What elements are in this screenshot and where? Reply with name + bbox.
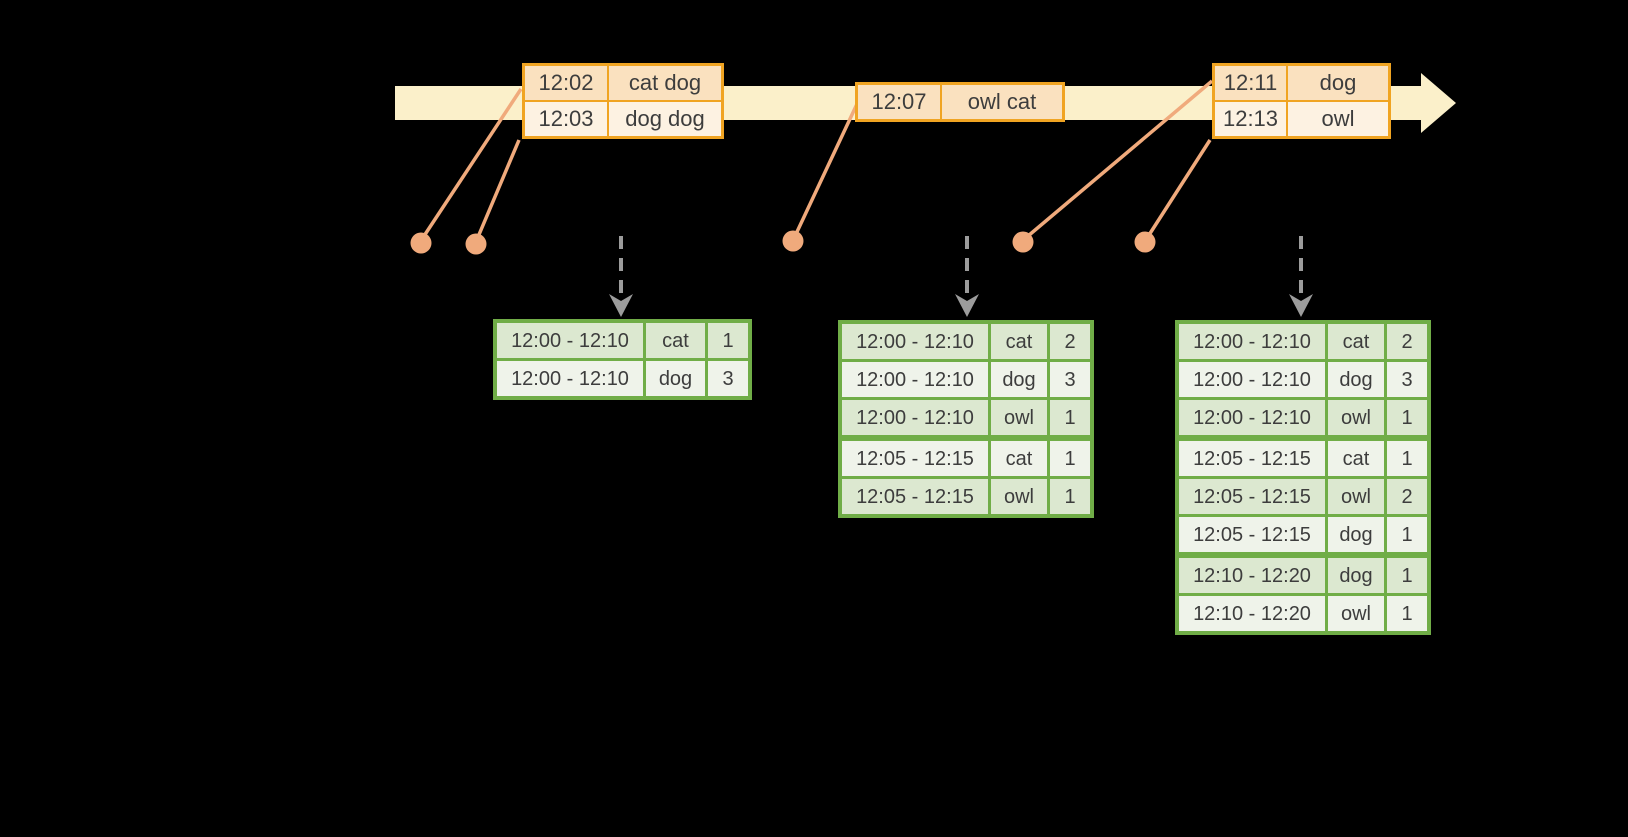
event-marker-dot <box>1012 231 1034 253</box>
result-row: 12:00 - 12:10 cat 1 <box>497 323 748 358</box>
event-time-cell: 12:07 <box>858 85 940 119</box>
trigger-arrowhead-icon <box>1289 294 1313 317</box>
result-word-cell: dog <box>1328 517 1384 552</box>
result-word-cell: cat <box>991 324 1047 359</box>
result-table-3: 12:00 - 12:10 cat 2 12:00 - 12:10 dog 3 … <box>1175 320 1431 635</box>
result-word-cell: cat <box>991 441 1047 476</box>
result-window-cell: 12:10 - 12:20 <box>1179 596 1325 631</box>
result-count-cell: 1 <box>1387 441 1427 476</box>
result-word-cell: cat <box>1328 441 1384 476</box>
event-time-cell: 12:02 <box>525 66 607 100</box>
result-table-1: 12:00 - 12:10 cat 1 12:00 - 12:10 dog 3 <box>493 319 752 400</box>
result-count-cell: 1 <box>1050 441 1090 476</box>
result-count-cell: 3 <box>1050 362 1090 397</box>
result-window-cell: 12:00 - 12:10 <box>1179 324 1325 359</box>
result-word-cell: owl <box>991 400 1047 435</box>
result-row: 12:05 - 12:15 dog 1 <box>1179 517 1427 552</box>
event-row: 12:13 owl <box>1215 102 1388 136</box>
result-count-cell: 2 <box>1050 324 1090 359</box>
timeline-arrowhead-icon <box>1421 73 1456 133</box>
event-time-cell: 12:13 <box>1215 102 1286 136</box>
result-row: 12:00 - 12:10 owl 1 <box>842 400 1090 435</box>
event-marker-dots <box>410 230 1156 255</box>
event-link-line <box>422 88 523 237</box>
event-table-1: 12:02 cat dog 12:03 dog dog <box>522 63 724 139</box>
result-row: 12:00 - 12:10 dog 3 <box>842 362 1090 397</box>
result-window-cell: 12:05 - 12:15 <box>842 479 988 514</box>
event-table-3: 12:11 dog 12:13 owl <box>1212 63 1391 139</box>
result-row: 12:00 - 12:10 dog 3 <box>497 361 748 396</box>
event-row: 12:07 owl cat <box>858 85 1062 119</box>
result-word-cell: dog <box>646 361 705 396</box>
event-words-cell: cat dog <box>609 66 721 100</box>
result-window-cell: 12:00 - 12:10 <box>842 324 988 359</box>
event-marker-dot <box>782 230 804 252</box>
result-window-cell: 12:05 - 12:15 <box>1179 441 1325 476</box>
event-marker-dot <box>410 232 432 254</box>
result-word-cell: owl <box>991 479 1047 514</box>
event-link-line <box>1147 139 1212 236</box>
result-word-cell: cat <box>646 323 705 358</box>
result-window-cell: 12:00 - 12:10 <box>1179 400 1325 435</box>
event-row: 12:03 dog dog <box>525 102 721 136</box>
result-count-cell: 2 <box>1387 324 1427 359</box>
result-count-cell: 1 <box>1387 596 1427 631</box>
result-row: 12:00 - 12:10 dog 3 <box>1179 362 1427 397</box>
event-time-cell: 12:11 <box>1215 66 1286 100</box>
event-link-line <box>1026 79 1214 238</box>
result-row: 12:00 - 12:10 cat 2 <box>1179 324 1427 359</box>
result-table-2: 12:00 - 12:10 cat 2 12:00 - 12:10 dog 3 … <box>838 320 1094 518</box>
event-row: 12:11 dog <box>1215 66 1388 100</box>
result-count-cell: 1 <box>1050 400 1090 435</box>
result-count-cell: 1 <box>1387 517 1427 552</box>
event-words-cell: owl cat <box>942 85 1062 119</box>
result-row: 12:05 - 12:15 cat 1 <box>1179 441 1427 476</box>
result-window-cell: 12:05 - 12:15 <box>842 441 988 476</box>
event-time-cell: 12:03 <box>525 102 607 136</box>
result-count-cell: 3 <box>1387 362 1427 397</box>
result-row: 12:10 - 12:20 owl 1 <box>1179 596 1427 631</box>
result-word-cell: dog <box>1328 362 1384 397</box>
result-row: 12:05 - 12:15 cat 1 <box>842 441 1090 476</box>
result-word-cell: dog <box>1328 558 1384 593</box>
event-link-line <box>794 103 859 235</box>
result-count-cell: 3 <box>708 361 748 396</box>
trigger-arrowhead-icon <box>609 294 633 317</box>
result-word-cell: dog <box>991 362 1047 397</box>
result-window-cell: 12:10 - 12:20 <box>1179 558 1325 593</box>
result-word-cell: owl <box>1328 479 1384 514</box>
result-row: 12:05 - 12:15 owl 2 <box>1179 479 1427 514</box>
result-row: 12:00 - 12:10 cat 2 <box>842 324 1090 359</box>
result-word-cell: owl <box>1328 596 1384 631</box>
event-row: 12:02 cat dog <box>525 66 721 100</box>
result-window-cell: 12:00 - 12:10 <box>497 323 643 358</box>
result-word-cell: owl <box>1328 400 1384 435</box>
event-table-2: 12:07 owl cat <box>855 82 1065 122</box>
event-words-cell: owl <box>1288 102 1388 136</box>
result-row: 12:00 - 12:10 owl 1 <box>1179 400 1427 435</box>
result-count-cell: 1 <box>1050 479 1090 514</box>
result-row: 12:10 - 12:20 dog 1 <box>1179 558 1427 593</box>
result-window-cell: 12:05 - 12:15 <box>1179 479 1325 514</box>
trigger-arrowhead-icon <box>955 294 979 317</box>
event-words-cell: dog <box>1288 66 1388 100</box>
result-count-cell: 1 <box>708 323 748 358</box>
event-link-line <box>476 139 521 238</box>
result-word-cell: cat <box>1328 324 1384 359</box>
event-words-cell: dog dog <box>609 102 721 136</box>
event-marker-dot <box>465 233 487 255</box>
trigger-arrows <box>609 236 1313 317</box>
result-window-cell: 12:00 - 12:10 <box>842 362 988 397</box>
result-count-cell: 1 <box>1387 400 1427 435</box>
result-window-cell: 12:00 - 12:10 <box>842 400 988 435</box>
event-marker-dot <box>1134 231 1156 253</box>
result-window-cell: 12:05 - 12:15 <box>1179 517 1325 552</box>
result-row: 12:05 - 12:15 owl 1 <box>842 479 1090 514</box>
result-window-cell: 12:00 - 12:10 <box>497 361 643 396</box>
result-window-cell: 12:00 - 12:10 <box>1179 362 1325 397</box>
event-link-lines <box>422 79 1214 238</box>
result-count-cell: 2 <box>1387 479 1427 514</box>
result-count-cell: 1 <box>1387 558 1427 593</box>
